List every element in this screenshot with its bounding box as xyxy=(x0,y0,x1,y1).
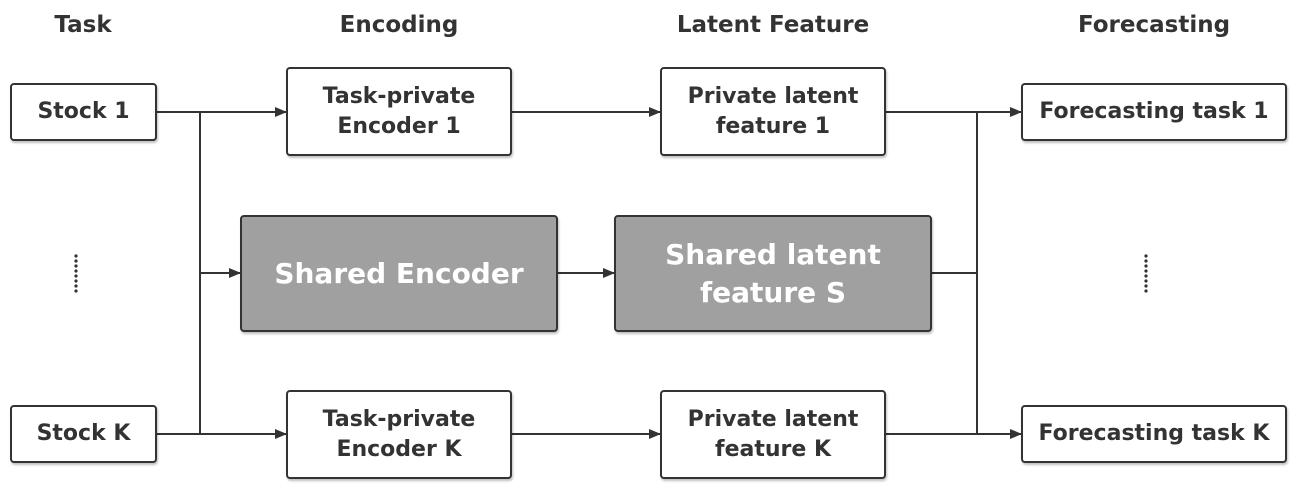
node-forecast-k-label: Forecasting task K xyxy=(1038,421,1270,446)
node-encoder-k-label: Task-private Encoder K xyxy=(322,406,476,462)
node-forecast-1-label: Forecasting task 1 xyxy=(1039,99,1269,124)
node-stock-1: Stock 1 xyxy=(10,83,157,141)
node-private-1-label: Private latent feature 1 xyxy=(687,83,859,139)
column-header-task: Task xyxy=(54,12,112,38)
node-task-private-encoder-k: Task-private Encoder K xyxy=(286,390,512,479)
node-encoder-1-label: Task-private Encoder 1 xyxy=(322,83,476,139)
node-stock-1-label: Stock 1 xyxy=(37,99,130,124)
node-task-private-encoder-1: Task-private Encoder 1 xyxy=(286,67,512,156)
node-stock-k-label: Stock K xyxy=(36,421,131,446)
node-shared-feature-label: Shared latent feature S xyxy=(665,237,881,309)
node-shared-encoder: Shared Encoder xyxy=(240,215,558,332)
node-stock-k: Stock K xyxy=(10,405,157,463)
node-private-latent-feature-k: Private latent feature K xyxy=(660,390,886,479)
node-private-k-label: Private latent feature K xyxy=(687,406,859,462)
node-private-latent-feature-1: Private latent feature 1 xyxy=(660,67,886,156)
column-header-latent-feature: Latent Feature xyxy=(676,12,870,38)
node-shared-latent-feature: Shared latent feature S xyxy=(614,215,932,332)
column-header-forecasting: Forecasting xyxy=(1077,12,1231,38)
node-forecasting-task-1: Forecasting task 1 xyxy=(1021,83,1287,141)
column-header-encoding: Encoding xyxy=(339,12,459,38)
node-shared-encoder-label: Shared Encoder xyxy=(274,256,524,290)
node-forecasting-task-k: Forecasting task K xyxy=(1021,405,1287,463)
